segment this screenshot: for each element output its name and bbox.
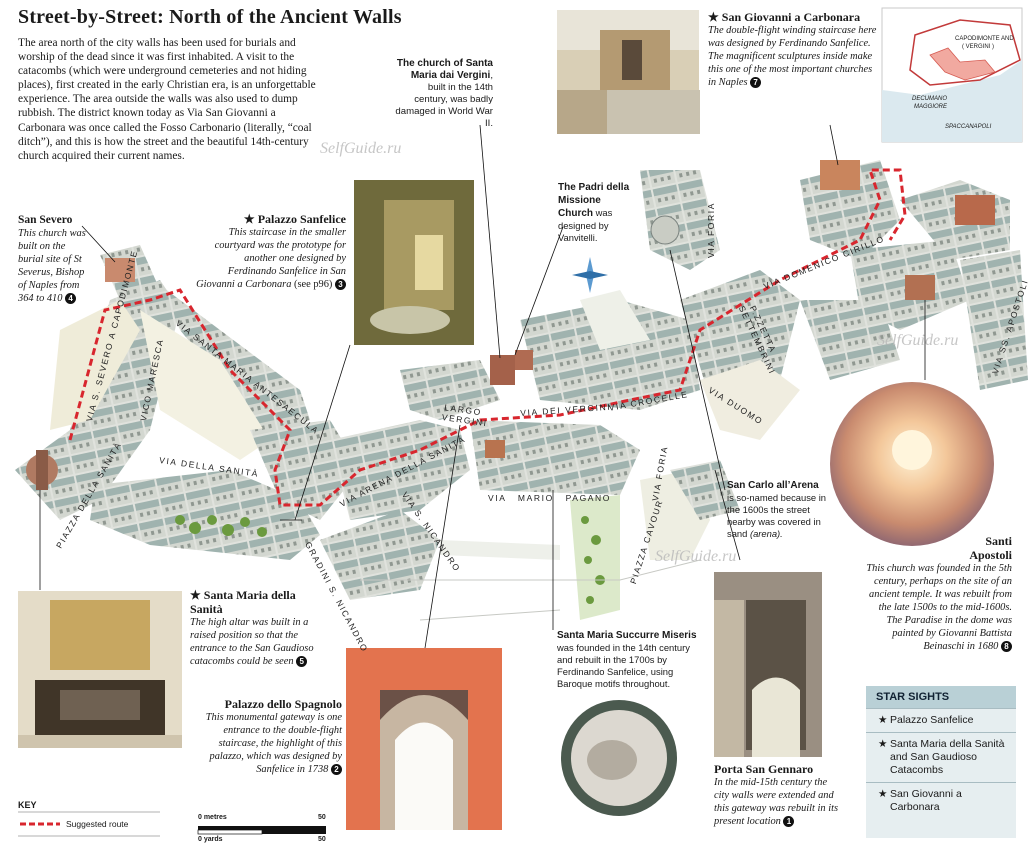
page-ref: (see p96) [294, 279, 333, 290]
caption-padri-missione: The Padri della Missione Church was desi… [558, 181, 638, 244]
caption-title: The Padri della Missione Church [558, 182, 630, 219]
suggested-route [68, 168, 907, 507]
star-sight-item: ★ Santa Maria della Sanità and San Gaudi… [866, 732, 1016, 782]
star-sight-label: Santa Maria della Sanità and San Gaudios… [890, 738, 1005, 776]
caption-text: was designed by Vanvitelli. [558, 207, 613, 243]
caption-santa-maria-sanita: ★ Santa Maria della Sanità The high alta… [190, 588, 330, 668]
caption-title: Palazzo Sanfelice [257, 212, 346, 226]
photo-santa-maria-sanita [18, 591, 182, 748]
scale-label-yards: 0 yards [198, 836, 223, 843]
caption-san-carlo: San Carlo all’Arena is so-named because … [727, 480, 835, 540]
photo-palazzo-spagnolo [346, 648, 502, 830]
caption-porta-san-gennaro: Porta San Gennaro In the mid-15th centur… [714, 762, 844, 828]
caption-san-severo: San Severo This church was built on the … [18, 213, 88, 305]
star-sight-label: Palazzo Sanfelice [890, 714, 974, 726]
caption-title: Porta San Gennaro [714, 762, 814, 776]
star-sight-label: San Giovanni a Carbonara [890, 788, 962, 813]
caption-text: This staircase in the smaller courtyard … [196, 227, 346, 290]
caption-title: Santi Apostoli [969, 534, 1012, 562]
ref-number: 5 [296, 656, 308, 667]
caption-title: Palazzo dello Spagnolo [224, 697, 342, 711]
key-title: KEY [18, 800, 37, 810]
watermark: SelfGuide.ru [877, 332, 959, 349]
star-icon: ★ [243, 212, 255, 226]
caption-text: This church was founded in the 5th centu… [866, 563, 1012, 652]
star-sights-box: STAR SIGHTS ★ Palazzo Sanfelice ★ Santa … [866, 686, 1016, 838]
caption-text: In the mid-15th century the city walls w… [714, 777, 839, 827]
photo-santa-maria-succurre [561, 700, 677, 816]
caption-text: was founded in the 14th century and rebu… [557, 642, 690, 689]
photo-palazzo-sanfelice [354, 180, 474, 345]
page-title: Street-by-Street: North of the Ancient W… [18, 6, 402, 28]
leader-lines [39, 124, 926, 649]
caption-palazzo-sanfelice: ★ Palazzo Sanfelice This staircase in th… [196, 212, 346, 291]
caption-santa-maria-vergini: The church of Santa Maria dai Vergini, b… [395, 58, 493, 130]
caption-title: San Carlo all’Arena [727, 480, 819, 491]
star-icon: ★ [878, 714, 888, 726]
locator-label: ( VERGINI ) [962, 44, 995, 50]
caption-text: , built in the 14th century, was badly d… [395, 70, 493, 129]
church-domes [26, 160, 995, 490]
locator-label: SPACCANAPOLI [945, 124, 992, 130]
ref-number: 8 [1001, 641, 1012, 652]
photo-san-giovanni [557, 10, 700, 134]
caption-santa-maria-succurre: Santa Maria Succurre Miseris was founded… [557, 630, 703, 690]
photo-porta-san-gennaro [714, 572, 822, 757]
scale-label-metres: 0 metres [198, 814, 227, 821]
star-icon: ★ [708, 10, 719, 24]
trees [175, 515, 605, 604]
star-icon: ★ [190, 588, 201, 602]
caption-text: This monumental gateway is one entrance … [205, 712, 342, 775]
caption-title: San Giovanni a Carbonara [721, 10, 861, 24]
locator-label: MAGGIORE [914, 104, 948, 110]
caption-text-italic: (arena). [749, 528, 783, 539]
watermark: SelfGuide.ru [320, 140, 402, 157]
ref-number: 7 [750, 77, 762, 88]
scale-label-metres-end: 50 [318, 814, 326, 821]
caption-text: This church was built on the burial site… [18, 228, 86, 304]
compass-icon [572, 257, 608, 293]
caption-palazzo-spagnolo: Palazzo dello Spagnolo This monumental g… [196, 697, 342, 776]
caption-text: The double-flight winding staircase here… [708, 25, 877, 88]
key-route-label: Suggested route [66, 819, 129, 829]
caption-text: The high altar was built in a raised pos… [190, 617, 314, 667]
caption-title: Santa Maria Succurre Miseris [557, 630, 697, 641]
caption-text: is so-named because in the 1600s the str… [727, 492, 827, 539]
intro-text: The area north of the city walls has bee… [18, 37, 316, 162]
caption-title: The church of Santa Maria dai Vergini [396, 58, 493, 81]
star-icon: ★ [878, 788, 888, 800]
ref-number: 2 [331, 764, 342, 775]
star-sight-item: ★ San Giovanni a Carbonara [866, 782, 1016, 819]
caption-title: Santa Maria della Sanità [190, 588, 296, 616]
star-sight-item: ★ Palazzo Sanfelice [866, 708, 1016, 732]
star-icon: ★ [878, 738, 888, 750]
ref-number: 1 [783, 816, 795, 827]
scale-label-yards-end: 50 [318, 836, 326, 843]
locator-label: CAPODIMONTE AND [955, 36, 1014, 42]
ref-number: 4 [65, 293, 77, 304]
scale-bar [197, 826, 326, 835]
photo-santi-apostoli-dome [830, 382, 994, 546]
caption-san-giovanni: ★ San Giovanni a Carbonara The double-fl… [708, 10, 878, 89]
street-label: VIA MARIO PAGANO [488, 493, 612, 503]
watermark: SelfGuide.ru [655, 548, 737, 565]
locator-map [881, 7, 1023, 143]
locator-label: DECUMANO [912, 96, 948, 102]
ref-number: 3 [335, 279, 346, 290]
caption-title: San Severo [18, 214, 73, 226]
star-sights-title: STAR SIGHTS [866, 686, 1016, 708]
street-label: VIA FORIA [706, 202, 716, 258]
caption-santi-apostoli: Santi Apostoli This church was founded i… [862, 534, 1012, 653]
